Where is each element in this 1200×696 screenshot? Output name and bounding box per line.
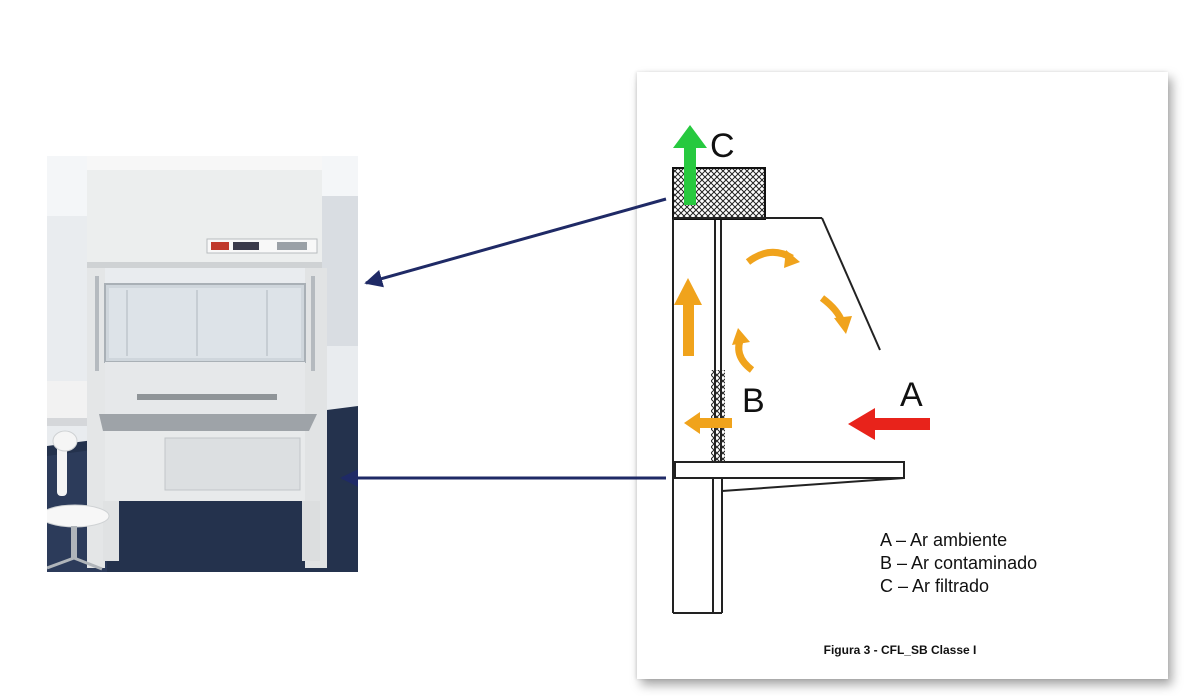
airflow-arrows [674, 248, 852, 434]
label-c: C [710, 127, 735, 165]
label-b: B [742, 382, 765, 420]
cabinet-photo [47, 156, 358, 572]
legend: A – Ar ambiente B – Ar contaminado C – A… [880, 530, 1037, 596]
exhaust-arrow [673, 125, 707, 205]
legend-item-c: C – Ar filtrado [880, 576, 989, 596]
legend-item-b: B – Ar contaminado [880, 553, 1037, 573]
figure-caption: Figura 3 - CFL_SB Classe I [824, 643, 977, 657]
cabinet-outline [672, 217, 905, 614]
front-grille [711, 370, 725, 462]
pointer-arrow-filter [364, 197, 667, 288]
label-a: A [900, 376, 923, 414]
legend-item-a: A – Ar ambiente [880, 530, 1007, 550]
intake-arrow [848, 408, 930, 440]
